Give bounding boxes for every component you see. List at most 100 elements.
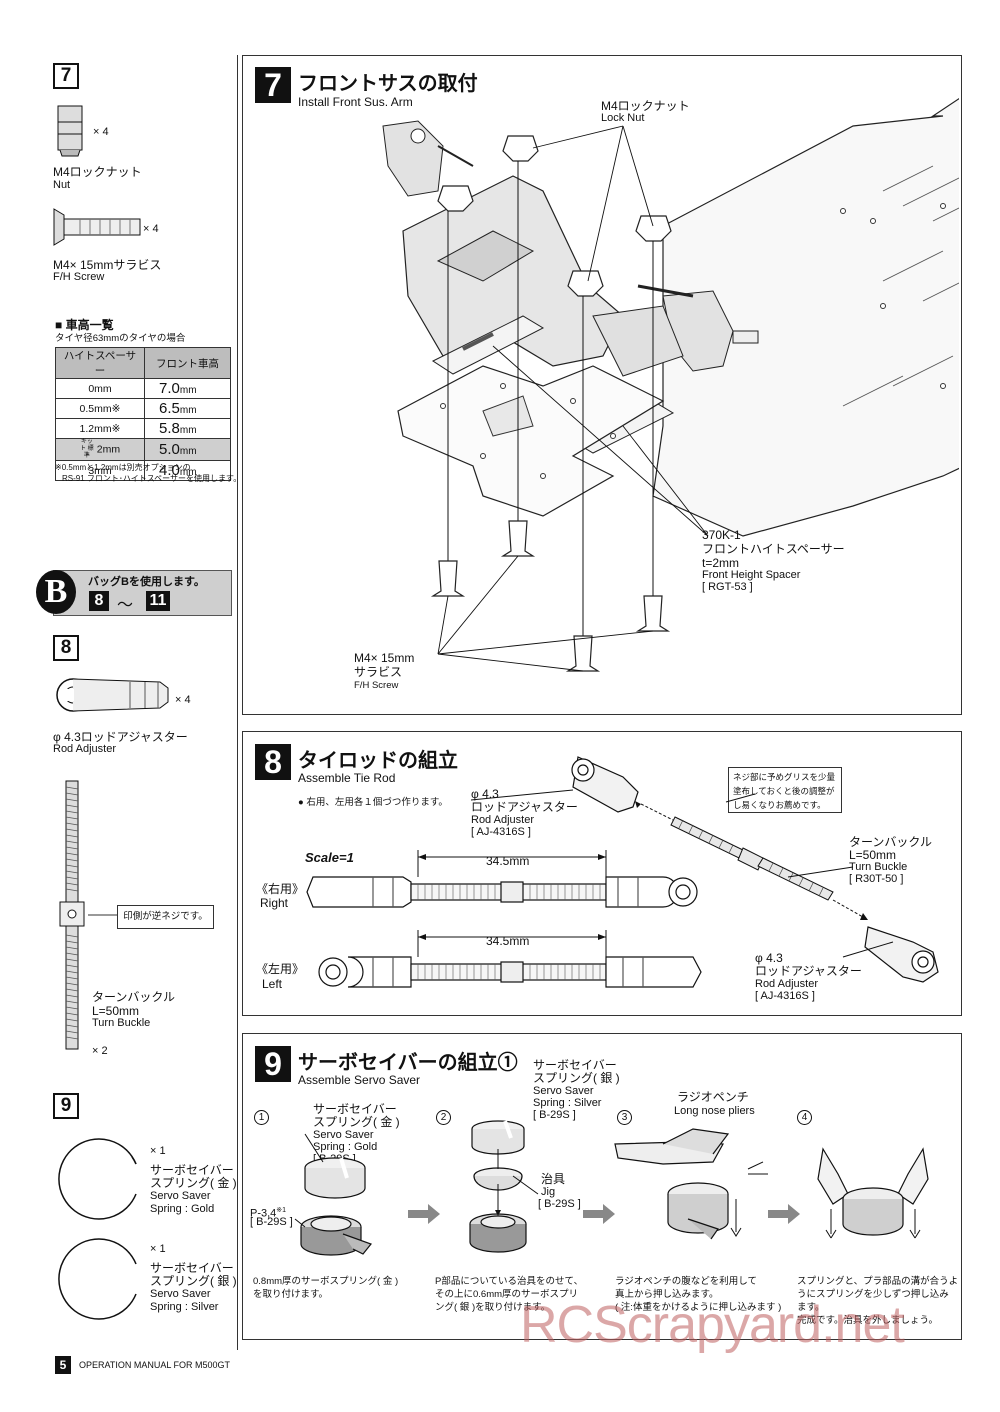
locknut-label-en: Lock Nut (601, 112, 645, 124)
height-unit: mm (179, 446, 197, 457)
sub1-spring-en1: Servo Saver (313, 1129, 374, 1141)
step7-subtitle: Install Front Sus. Arm (298, 95, 413, 109)
col-header-height: フロント車高 (144, 347, 231, 379)
nut-label-jp: M4ロックナット (53, 165, 142, 179)
substep2-marker: 2 (436, 1110, 451, 1125)
sub1-desc1: 0.8mm厚のサーボスプリング( 金 ) (253, 1276, 399, 1287)
spacer-value: 2mm (96, 443, 121, 456)
gold-spring-qty: × 1 (150, 1145, 166, 1157)
table-row: 1.2mm※ 5.8mm (55, 418, 231, 439)
step9-number: 9 (255, 1046, 291, 1082)
step7-panel (242, 55, 962, 715)
silver-spring-en1: Servo Saver (150, 1288, 211, 1300)
sub2-desc2: その上に0.6mm厚のサーボスプリ (435, 1289, 579, 1300)
callout-leader (88, 914, 118, 916)
sub2-desc1: P部品についている治具をのせて、 (435, 1276, 584, 1287)
screw-label-en: F/H Screw (53, 271, 105, 283)
silver-spring-en2: Spring : Silver (150, 1301, 219, 1313)
sub1-p-label: P-3,4※1 (250, 1204, 286, 1221)
turnbuckle-icon (59, 780, 85, 1050)
height-unit: mm (179, 425, 197, 436)
adjuster-top-part: [ AJ-4316S ] (471, 826, 531, 838)
sub1-desc2: を取り付けます。 (253, 1289, 329, 1300)
rod-adjuster-qty: × 4 (175, 694, 191, 706)
spacer-cell: 1.2mm※ (55, 418, 145, 439)
sub4-desc1: スプリングと、プラ部品の溝が合うよ (797, 1276, 959, 1287)
sub1-p-mark: ※1 (276, 1207, 287, 1214)
gold-spring-en2: Spring : Gold (150, 1203, 215, 1215)
scale-label: Scale=1 (305, 850, 354, 865)
step7-badge: 7 (53, 63, 79, 89)
right-label-en: Right (260, 896, 289, 910)
jig-part: [ B-29S ] (538, 1198, 581, 1210)
left-label-en: Left (262, 977, 283, 991)
front-suspension-diagram (382, 97, 959, 672)
step9-subtitle: Assemble Servo Saver (298, 1073, 421, 1087)
sub3-desc2: 真上から押し込みます。 (615, 1289, 719, 1300)
servo-saver-diagram (294, 1120, 929, 1256)
spacer-cell: 3mm (55, 460, 145, 481)
sub1-p-part: [ B-29S ] (250, 1216, 293, 1228)
adjuster-bottom-en: Rod Adjuster (755, 978, 818, 990)
watermark: RCScrapyard.net (520, 1296, 905, 1354)
table-row: 0mm 7.0mm (55, 378, 231, 399)
adjuster-bottom-size: φ 4.3 (755, 951, 783, 965)
sub3-desc3: ( 注:体重をかけるように押し込みます ) (615, 1302, 782, 1313)
bag-tilde: 〜 (117, 597, 134, 614)
spacer-label-jp: フロントハイトスペーサー (702, 542, 845, 556)
ride-height-note2: RS-91 フロント･ハイトスペーサーを使用します。 (62, 474, 242, 483)
sub1-spring-en2: Spring : Gold (313, 1141, 378, 1153)
gold-spring-jp1: サーボセイバー (150, 1163, 234, 1177)
sub2-spring-part: [ B-29S ] (533, 1109, 576, 1121)
sub3-desc1: ラジオペンチの腹などを利用して (615, 1276, 758, 1287)
bag-from-badge: 8 (89, 591, 109, 611)
f7-screw-size: M4× 15mm (354, 651, 415, 665)
silver-spring-icon (58, 1238, 137, 1320)
step9-badge: 9 (53, 1093, 79, 1119)
ride-height-table: ハイトスペーサー フロント車高 0mm 7.0mm 0.5mm※ 6.5mm 1… (55, 347, 231, 481)
sub1-spring-jp2: スプリング( 金 ) (313, 1115, 400, 1129)
nut-icon (57, 105, 83, 157)
sub4-desc3: ます。 (797, 1302, 825, 1313)
spacer-code: 370K-1 (702, 528, 741, 542)
nut-label-en: Nut (53, 179, 71, 191)
sub2-spring-en1: Servo Saver (533, 1085, 594, 1097)
tie-rod-diagram (306, 756, 939, 988)
col-header-spacer: ハイトスペーサー (55, 347, 145, 379)
gold-spring-jp2: スプリング( 金 ) (150, 1176, 237, 1190)
height-unit: mm (179, 467, 197, 478)
step8-number: 8 (255, 744, 291, 780)
sub2-desc3: ング( 銀 )を取り付けます。 (435, 1302, 551, 1313)
table-row-kit-standard: キット 標準 2mm 5.0mm (55, 438, 231, 461)
reverse-thread-callout: 印側が逆ネジです。 (117, 905, 214, 929)
buckle-label-jp: ターンバックル (849, 835, 933, 849)
step9-title: サーボセイバーの組立① (298, 1052, 518, 1074)
screw-label-jp: M4× 15mmサラビス (53, 258, 162, 272)
gold-spring-en1: Servo Saver (150, 1190, 211, 1202)
height-value: 4.0 (159, 462, 180, 479)
table-row: 0.5mm※ 6.5mm (55, 398, 231, 419)
right-label-jp: 《右用》 (256, 882, 305, 896)
screw-qty: × 4 (143, 223, 159, 235)
jig-label-jp: 治具 (541, 1172, 566, 1186)
f7-screw-jp: サラビス (354, 665, 403, 679)
height-value: 5.0 (159, 441, 180, 458)
rod-adjuster-label-en: Rod Adjuster (53, 743, 116, 755)
spacer-part-no: [ RGT-53 ] (702, 581, 753, 593)
height-cell: 4.0mm (144, 460, 231, 481)
locknut-label-jp: M4ロックナット (601, 99, 690, 113)
nut-qty: × 4 (93, 126, 109, 138)
spacer-cell: キット 標準 2mm (55, 438, 145, 461)
height-value: 6.5 (159, 400, 180, 417)
left-label-jp: 《左用》 (256, 962, 305, 976)
sub2-spring-jp2: スプリング( 銀 ) (533, 1071, 620, 1085)
pliers-label-en: Long nose pliers (674, 1105, 755, 1117)
spacer-cell: 0.5mm※ (55, 398, 145, 419)
page-number: 5 (55, 1356, 71, 1374)
turnbuckle-qty: × 2 (92, 1045, 108, 1057)
screw-icon (53, 208, 141, 246)
buckle-length: L=50mm (849, 848, 897, 862)
sub1-p-parts: P-3,4 (250, 1207, 277, 1220)
step9-panel (242, 1033, 962, 1340)
table-header-row: ハイトスペーサー フロント車高 (55, 347, 231, 379)
